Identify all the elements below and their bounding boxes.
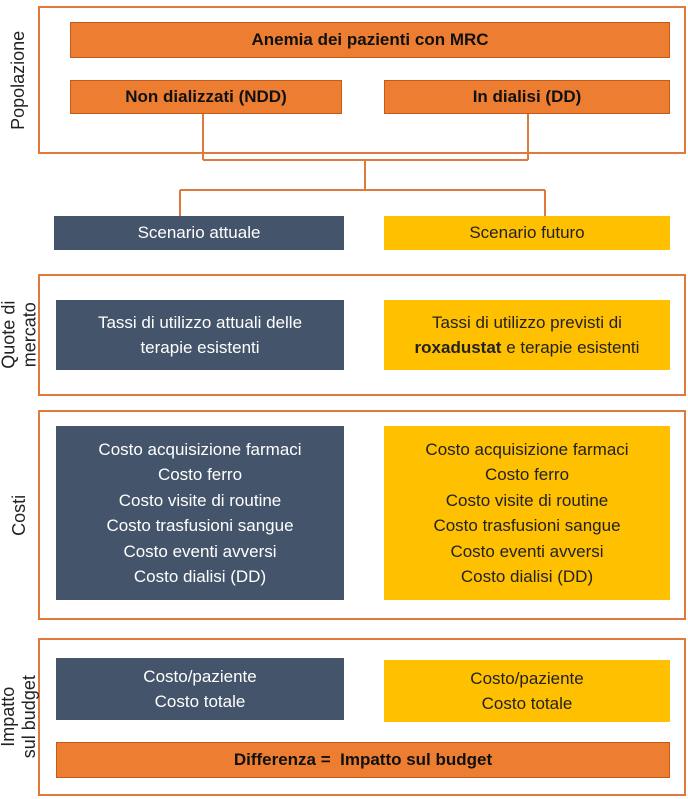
costi-future-list: Costo acquisizione farmaci Costo ferro C… [425, 437, 628, 590]
costi-future-box: Costo acquisizione farmaci Costo ferro C… [384, 426, 670, 600]
list-item: Costo ferro [484, 465, 570, 484]
costi-label: Costi [8, 494, 29, 536]
list-item: Costo dialisi (DD) [460, 567, 594, 586]
dd-box: In dialisi (DD) [384, 80, 670, 114]
scenario-future-box: Scenario futuro [384, 216, 670, 250]
impatto-label: Impatto sul budget [0, 675, 40, 759]
costi-current-box: Costo acquisizione farmaci Costo ferro C… [56, 426, 344, 600]
list-item: Costo visite di routine [445, 490, 609, 510]
list-item: Costo acquisizione farmaci [425, 439, 629, 459]
impatto-current-box: Costo/paziente Costo totale [56, 658, 344, 720]
list-item: Costo acquisizione farmaci [98, 439, 302, 459]
difference-box: Differenza = Impatto sul budget [56, 742, 670, 778]
list-item: Costo trasfusioni sangue [106, 516, 294, 535]
list-item: Costo dialisi (DD) [133, 567, 267, 586]
costi-current-list: Costo acquisizione farmaci Costo ferro C… [98, 437, 301, 590]
population-title-box: Anemia dei pazienti con MRC [70, 22, 670, 58]
scenario-current-box: Scenario attuale [54, 216, 344, 250]
quote-label: Quote di mercato [0, 300, 40, 370]
list-item: Costo eventi avversi [450, 541, 604, 561]
ndd-box: Non dializzati (NDD) [70, 80, 342, 114]
list-item: Costo trasfusioni sangue [433, 516, 621, 535]
quote-future-box: Tassi di utilizzo previsti di roxadustat… [384, 300, 670, 370]
impatto-future-box: Costo/paziente Costo totale [384, 660, 670, 722]
list-item: Costo eventi avversi [123, 541, 277, 561]
list-item: Costo ferro [157, 465, 243, 484]
quote-current-box: Tassi di utilizzo attuali delle terapie … [56, 300, 344, 370]
roxadustat-label: roxadustat [414, 338, 502, 357]
list-item: Costo visite di routine [118, 490, 282, 510]
